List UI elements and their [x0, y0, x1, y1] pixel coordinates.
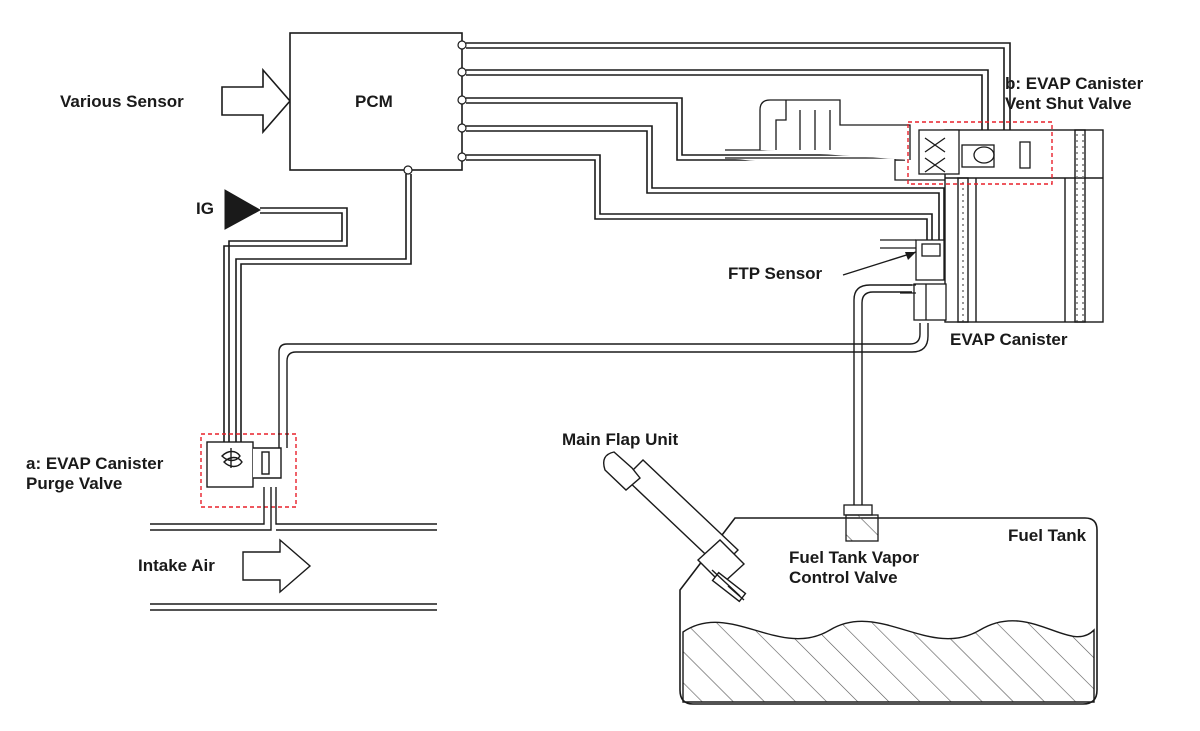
- main-flap-unit: [602, 451, 747, 603]
- ig-power-triangle: [224, 189, 262, 230]
- ftp-sensor: [880, 239, 947, 321]
- intake-air-arrow: [242, 538, 312, 594]
- vent-valve-highlight: [907, 121, 1053, 185]
- vent-shut-valve-label: b: EVAP Canister Vent Shut Valve: [1005, 74, 1143, 114]
- vapor-control-valve-label-line1: Fuel Tank Vapor: [789, 548, 920, 567]
- pcm-terminals: [403, 40, 467, 175]
- main-flap-unit-label: Main Flap Unit: [562, 430, 679, 449]
- fuel-tank-label: Fuel Tank: [1008, 526, 1087, 545]
- purge-valve-label: a: EVAP Canister Purge Valve: [26, 454, 163, 494]
- vapor-control-valve-label: Fuel Tank Vapor Control Valve: [789, 548, 919, 588]
- ftp-sensor-pointer: [842, 251, 917, 276]
- ftp-sensor-label: FTP Sensor: [728, 264, 823, 283]
- purge-line: [278, 323, 929, 448]
- vent-shut-valve-label-line2: Vent Shut Valve: [1005, 94, 1132, 113]
- ftp-pointer-head: [905, 252, 916, 260]
- vapor-control-valve-label-line2: Control Valve: [789, 568, 898, 587]
- various-sensor-label: Various Sensor: [60, 92, 184, 111]
- vent-shut-valve: [725, 99, 1031, 181]
- sensor-input-arrow: [221, 67, 292, 135]
- vent-shut-valve-label-line1: b: EVAP Canister: [1005, 74, 1144, 93]
- pcm-box: [289, 32, 463, 171]
- ig-label: IG: [196, 199, 214, 218]
- intake-pipe: [150, 487, 437, 611]
- pcm-label: PCM: [355, 92, 393, 111]
- evap-canister-label: EVAP Canister: [950, 330, 1068, 349]
- intake-air-label: Intake Air: [138, 556, 215, 575]
- vapor-line: [853, 284, 912, 505]
- purge-valve-label-line1: a: EVAP Canister: [26, 454, 164, 473]
- fuel-level: [682, 620, 1095, 703]
- purge-valve-label-line2: Purge Valve: [26, 474, 123, 493]
- purge-valve: [206, 441, 282, 488]
- vapor-control-valve: [843, 504, 879, 542]
